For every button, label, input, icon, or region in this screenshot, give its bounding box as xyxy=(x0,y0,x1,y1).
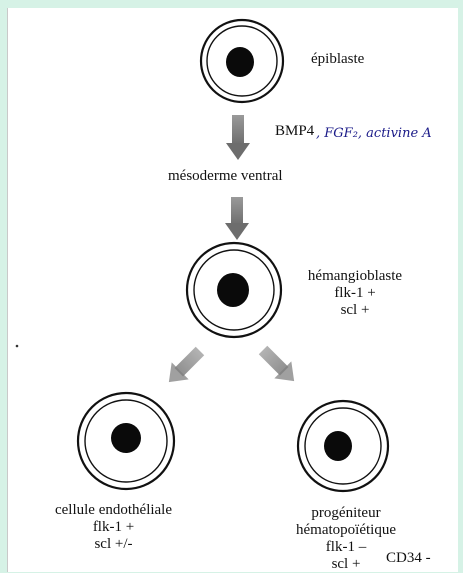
signal-handwritten-note: , FGF₂, activine A xyxy=(316,126,432,141)
hemangioblast-name: hémangioblaste xyxy=(285,268,425,285)
hemangioblast-labels: hémangioblaste flk-1 + scl + xyxy=(285,268,425,319)
endothelial-scl: scl +/- xyxy=(26,536,201,553)
mesoderm-label: mésoderme ventral xyxy=(168,168,283,185)
scan-speck xyxy=(16,345,19,348)
endothelial-cell xyxy=(78,393,174,489)
hematopoietic-name-2: hématopoïétique xyxy=(286,522,406,539)
endothelial-flk1: flk-1 + xyxy=(26,519,201,536)
endothelial-labels: cellule endothéliale flk-1 + scl +/- xyxy=(26,502,201,553)
arrow-mesoderm-to-hemangioblast xyxy=(225,197,249,240)
epiblast-label: épiblaste xyxy=(311,51,364,68)
hematopoietic-cd34: CD34 - xyxy=(386,550,431,567)
epiblast-cell xyxy=(201,20,283,102)
hematopoietic-cell xyxy=(298,401,388,491)
hematopoietic-name-1: progéniteur xyxy=(286,505,406,522)
endothelial-name: cellule endothéliale xyxy=(26,502,201,519)
hemangioblast-cell xyxy=(187,243,281,337)
arrow-to-endothelial xyxy=(160,343,208,391)
hemangioblast-scl: scl + xyxy=(285,302,425,319)
signal-bmp4-label: BMP4 xyxy=(275,123,314,140)
hemangioblast-flk1: flk-1 + xyxy=(285,285,425,302)
arrow-to-hematopoietic xyxy=(255,342,303,390)
arrow-epiblast-to-mesoderm xyxy=(226,115,250,160)
